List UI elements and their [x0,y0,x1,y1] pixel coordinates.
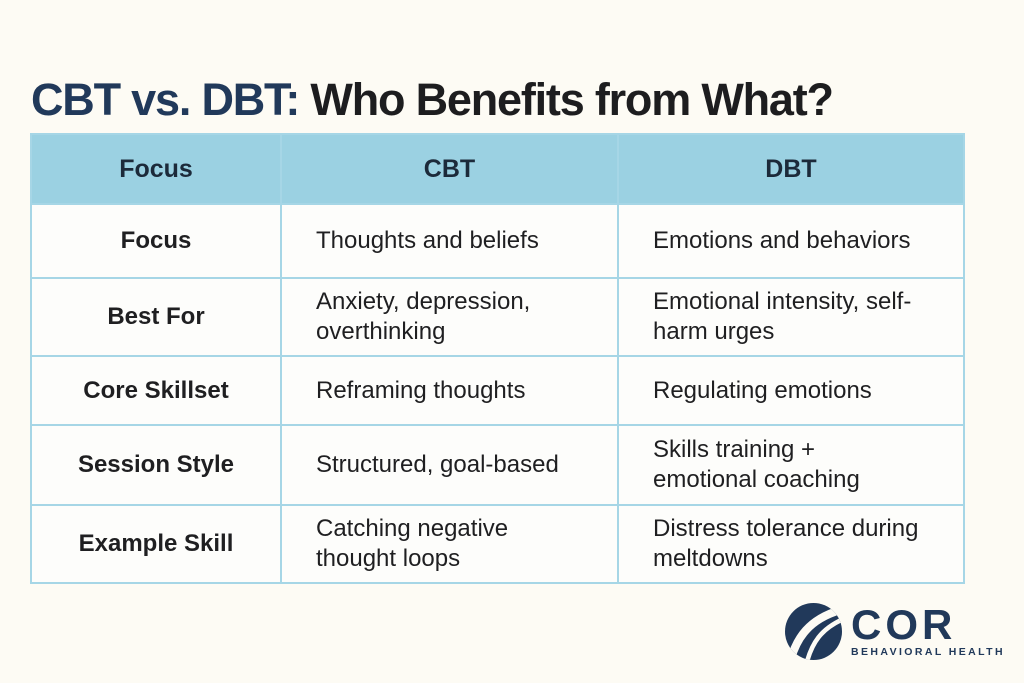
cor-swoosh-icon [785,603,842,660]
header-cell-focus: Focus [30,133,282,205]
table-row: Session Style Structured, goal-based Ski… [30,424,965,506]
table-row: Core Skillset Reframing thoughts Regulat… [30,355,965,426]
dbt-cell: Emotional intensity, self-harm urges [617,277,965,357]
dbt-cell: Distress tolerance during meltdowns [617,504,965,584]
cbt-cell: Anxiety, depression, overthinking [280,277,619,357]
cbt-cell: Thoughts and beliefs [280,203,619,279]
logo-name: COR [851,600,957,648]
dbt-cell: Emotions and behaviors [617,203,965,279]
page-title-highlight: CBT vs. DBT: [31,74,300,126]
cbt-cell: Catching negative thought loops [280,504,619,584]
dbt-cell: Skills training + emotional coaching [617,424,965,506]
cbt-cell: Reframing thoughts [280,355,619,426]
page-title-rest: Who Benefits from What? [299,74,834,126]
row-label: Best For [30,277,282,357]
row-label: Example Skill [30,504,282,584]
logo-text: COR BEHAVIORAL HEALTH [851,600,1005,659]
header-cell-cbt: CBT [280,133,619,205]
header-cell-dbt: DBT [617,133,965,205]
row-label: Session Style [30,424,282,506]
table-header-row: Focus CBT DBT [30,133,965,205]
logo-tagline: BEHAVIORAL HEALTH [851,646,1005,659]
table-row: Example Skill Catching negative thought … [30,504,965,584]
table-row: Focus Thoughts and beliefs Emotions and … [30,203,965,279]
row-label: Core Skillset [30,355,282,426]
row-label: Focus [30,203,282,279]
cbt-cell: Structured, goal-based [280,424,619,506]
table-row: Best For Anxiety, depression, overthinki… [30,277,965,357]
page-title: CBT vs. DBT: Who Benefits from What? [31,74,834,126]
dbt-cell: Regulating emotions [617,355,965,426]
comparison-table: Focus CBT DBT Focus Thoughts and beliefs… [30,133,965,584]
cor-logo: COR BEHAVIORAL HEALTH [785,603,1005,660]
